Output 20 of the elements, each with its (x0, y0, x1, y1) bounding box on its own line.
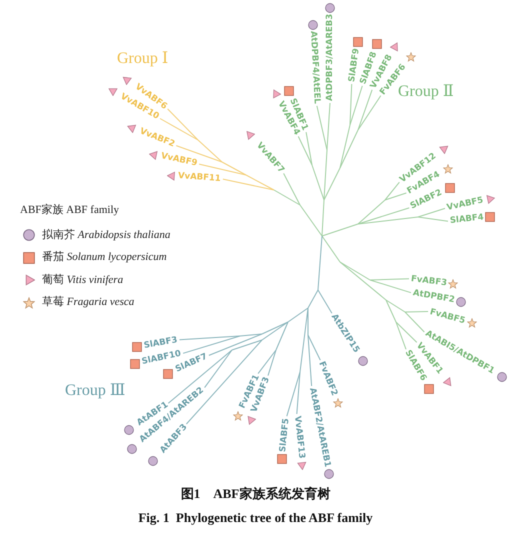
taxon-label: SlABF5 (278, 418, 292, 453)
legend-label: 草莓 Fragaria vesca (42, 296, 134, 309)
taxon-label: SlABF4 (449, 212, 484, 226)
legend-label: 拟南芥 Arabidopsis thaliana (42, 228, 170, 242)
legend-label: 番茄 Solanum lycopersicum (42, 251, 167, 264)
group-label: Group Ⅰ (117, 50, 168, 68)
group-label: Group Ⅲ (65, 382, 126, 400)
taxon-label: VvABF11 (178, 171, 222, 184)
legend-label: 葡萄 Vitis vinifera (42, 274, 124, 286)
taxon-label: VvABF13 (292, 415, 306, 460)
taxon-label: AtDPBF4/AtEEL (308, 30, 322, 104)
taxon-label: SlABF3 (143, 335, 178, 351)
taxon-label: AtDPBF3/AtAREB3 (325, 14, 335, 101)
legend-title: ABF家族 ABF family (20, 204, 120, 217)
taxon-label: VvABF5 (446, 195, 484, 213)
figure-title: 图1 ABF家族系统发育树 (180, 486, 330, 501)
taxon-label: VvABF9 (160, 151, 198, 169)
figure-caption: Fig. 1 Phylogenetic tree of the ABF family (138, 510, 373, 525)
taxon-label: FvABF3 (410, 274, 448, 288)
taxon-label: AtDPBF2 (412, 288, 456, 306)
